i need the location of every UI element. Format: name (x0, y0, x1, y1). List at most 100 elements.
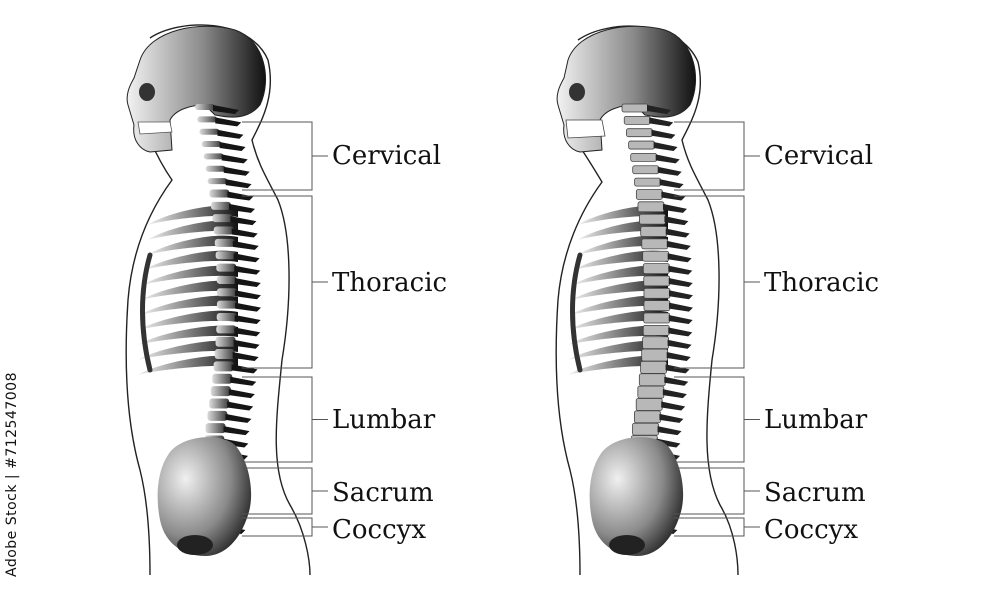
spinous-process (664, 376, 689, 386)
body-outline (149, 24, 311, 576)
spinous-process (662, 389, 687, 399)
spinous-process (233, 253, 260, 263)
vertebra (642, 250, 670, 262)
vertebra (642, 324, 670, 336)
label-cervical: Cervical (332, 141, 442, 171)
spinous-process (223, 426, 250, 436)
spinous-process (232, 240, 259, 250)
body-outline (577, 25, 739, 576)
vertebra (212, 214, 233, 223)
hip-socket (609, 535, 645, 555)
spinous-process (213, 105, 239, 114)
vertebra (213, 226, 234, 235)
figure-right (555, 25, 739, 576)
vertebra (632, 165, 660, 175)
spinous-process (665, 364, 690, 374)
vertebra (643, 275, 671, 287)
spinous-process (655, 154, 680, 164)
vertebra (216, 325, 237, 334)
spinous-process (219, 142, 246, 152)
bracket (242, 195, 328, 369)
bracket (674, 467, 760, 515)
vertebra (210, 201, 231, 210)
vertebra (637, 201, 665, 213)
vertebra (213, 361, 234, 372)
rib (148, 205, 238, 225)
front-outline (125, 139, 173, 576)
spinous-process (657, 166, 682, 176)
spinous-process (668, 302, 693, 312)
spinous-process (666, 352, 691, 362)
vertebra (212, 373, 233, 384)
vertebra (210, 386, 231, 397)
spinous-process (227, 401, 254, 411)
spinous-process (217, 129, 244, 139)
spinous-process (232, 352, 259, 362)
label-coccyx: Coccyx (764, 515, 859, 545)
vertebra (626, 128, 653, 138)
spinous-process (228, 203, 255, 213)
vertebra (214, 349, 235, 360)
bracket (242, 121, 328, 191)
spinous-process (215, 117, 242, 127)
vertebra (638, 373, 666, 387)
vertebra (201, 141, 222, 148)
rib (142, 280, 238, 300)
vertebra (630, 153, 658, 162)
bracket (242, 467, 328, 515)
vertebra (640, 361, 667, 374)
rib (148, 220, 238, 240)
pelvis (157, 437, 252, 556)
vertebra (642, 263, 670, 274)
eye-socket (569, 83, 585, 101)
spinous-process (234, 290, 261, 300)
rib (578, 220, 668, 240)
spinous-process (668, 265, 693, 275)
vertebra (205, 165, 226, 172)
hip-socket (177, 535, 213, 555)
rib-edge (140, 252, 153, 373)
spinous-process (659, 179, 684, 189)
vertebra (641, 238, 669, 250)
spinous-process (230, 376, 257, 386)
vertebra (209, 189, 230, 198)
brackets-left (242, 121, 328, 537)
ribcage (138, 205, 238, 375)
spinous-process (668, 290, 693, 300)
vertebra (215, 251, 236, 260)
spinous-process (649, 117, 674, 127)
bracket (674, 376, 760, 463)
vertebra (640, 226, 668, 237)
spinous-process (233, 339, 260, 349)
spinous-process (234, 302, 261, 312)
vertebra (642, 336, 669, 350)
spinous-process (231, 364, 258, 374)
vertebra (643, 300, 671, 312)
label-lumbar: Lumbar (764, 405, 868, 435)
figure-left (125, 24, 311, 576)
spinous-process (647, 105, 671, 114)
spinous-process (234, 265, 261, 275)
bracket (674, 121, 760, 191)
label-thoracic: Thoracic (764, 268, 880, 298)
rib (570, 295, 668, 315)
label-lumbar: Lumbar (332, 405, 436, 435)
jaw (137, 121, 173, 135)
spinous-process (221, 154, 248, 164)
spinous-process (668, 315, 693, 324)
rib (138, 340, 238, 360)
vertebra (215, 336, 236, 347)
eye-socket (139, 83, 155, 101)
vertebra (207, 178, 228, 185)
vertebra (632, 422, 659, 436)
bracket (242, 376, 328, 463)
spinous-process (667, 339, 692, 349)
vertebra (634, 177, 662, 187)
rib (138, 325, 238, 345)
spinous-process (657, 426, 682, 436)
spinous-process (225, 413, 252, 423)
spinous-process (234, 327, 261, 337)
label-sacrum: Sacrum (764, 478, 866, 508)
spinous-process (665, 228, 690, 238)
